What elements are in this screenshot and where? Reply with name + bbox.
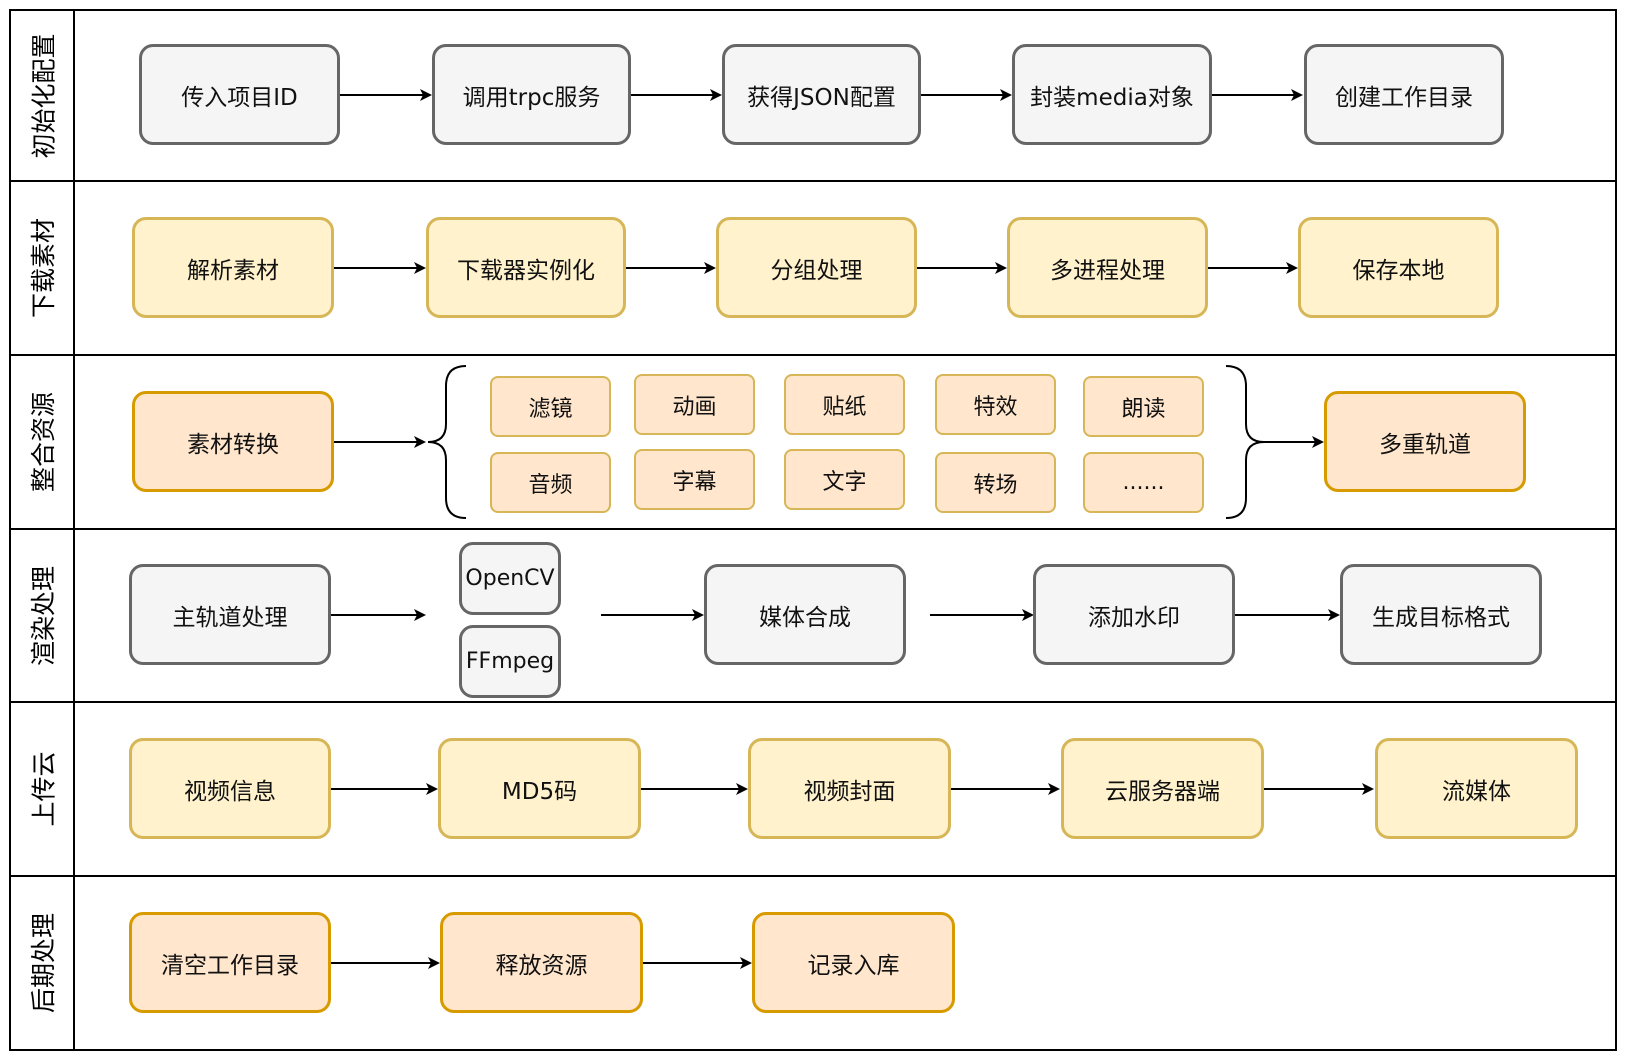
left-brace xyxy=(427,365,467,519)
node-video-info: 视频信息 xyxy=(129,738,331,839)
node-get-json: 获得JSON配置 xyxy=(722,44,921,145)
right-brace xyxy=(1225,365,1265,519)
node-call-trpc: 调用trpc服务 xyxy=(432,44,631,145)
node-target-format: 生成目标格式 xyxy=(1340,564,1542,665)
lane-label-upload: 上传云 xyxy=(10,702,74,876)
node-wrap-media: 封装media对象 xyxy=(1012,44,1212,145)
node-multi-track: 多重轨道 xyxy=(1324,391,1526,492)
node-subtitle: 字幕 xyxy=(634,449,755,510)
lane-label-text: 初始化配置 xyxy=(29,32,59,159)
node-ffmpeg: FFmpeg xyxy=(459,625,561,698)
node-sticker: 贴纸 xyxy=(784,374,905,435)
node-main-track: 主轨道处理 xyxy=(129,564,331,665)
lane-label-post: 后期处理 xyxy=(10,876,74,1050)
node-group-process: 分组处理 xyxy=(716,217,917,318)
lane-label-text: 整合资源 xyxy=(29,391,59,493)
node-video-cover: 视频封面 xyxy=(748,738,951,839)
node-clear-workdir: 清空工作目录 xyxy=(129,912,331,1013)
node-release-resource: 释放资源 xyxy=(440,912,643,1013)
node-text: 文字 xyxy=(784,449,905,510)
node-parse-material: 解析素材 xyxy=(132,217,334,318)
node-downloader-init: 下载器实例化 xyxy=(426,217,626,318)
node-material-convert: 素材转换 xyxy=(132,391,334,492)
node-more: ...... xyxy=(1083,452,1204,513)
node-audio: 音频 xyxy=(490,452,611,513)
node-create-workdir: 创建工作目录 xyxy=(1304,44,1504,145)
node-save-local: 保存本地 xyxy=(1298,217,1499,318)
node-narration: 朗读 xyxy=(1083,376,1204,437)
node-opencv: OpenCV xyxy=(459,542,561,615)
lane-label-render: 渲染处理 xyxy=(10,529,74,702)
node-filter: 滤镜 xyxy=(490,376,611,437)
node-md5: MD5码 xyxy=(438,738,641,839)
node-cloud-server: 云服务器端 xyxy=(1061,738,1264,839)
node-media-compose: 媒体合成 xyxy=(704,564,906,665)
node-transition: 转场 xyxy=(935,452,1056,513)
lane-label-text: 后期处理 xyxy=(29,912,59,1014)
node-add-watermark: 添加水印 xyxy=(1033,564,1235,665)
node-multiprocess: 多进程处理 xyxy=(1007,217,1208,318)
node-pass-project-id: 传入项目ID xyxy=(139,44,340,145)
lane-label-init: 初始化配置 xyxy=(10,10,74,181)
node-animation: 动画 xyxy=(634,374,755,435)
node-effect: 特效 xyxy=(935,374,1056,435)
lane-label-text: 渲染处理 xyxy=(29,565,59,666)
node-record-db: 记录入库 xyxy=(752,912,955,1013)
lane-label-integrate: 整合资源 xyxy=(10,355,74,529)
lane-label-text: 上传云 xyxy=(29,751,59,827)
node-streaming: 流媒体 xyxy=(1375,738,1578,839)
lane-label-text: 下载素材 xyxy=(29,217,59,319)
lane-label-download: 下载素材 xyxy=(10,181,74,355)
